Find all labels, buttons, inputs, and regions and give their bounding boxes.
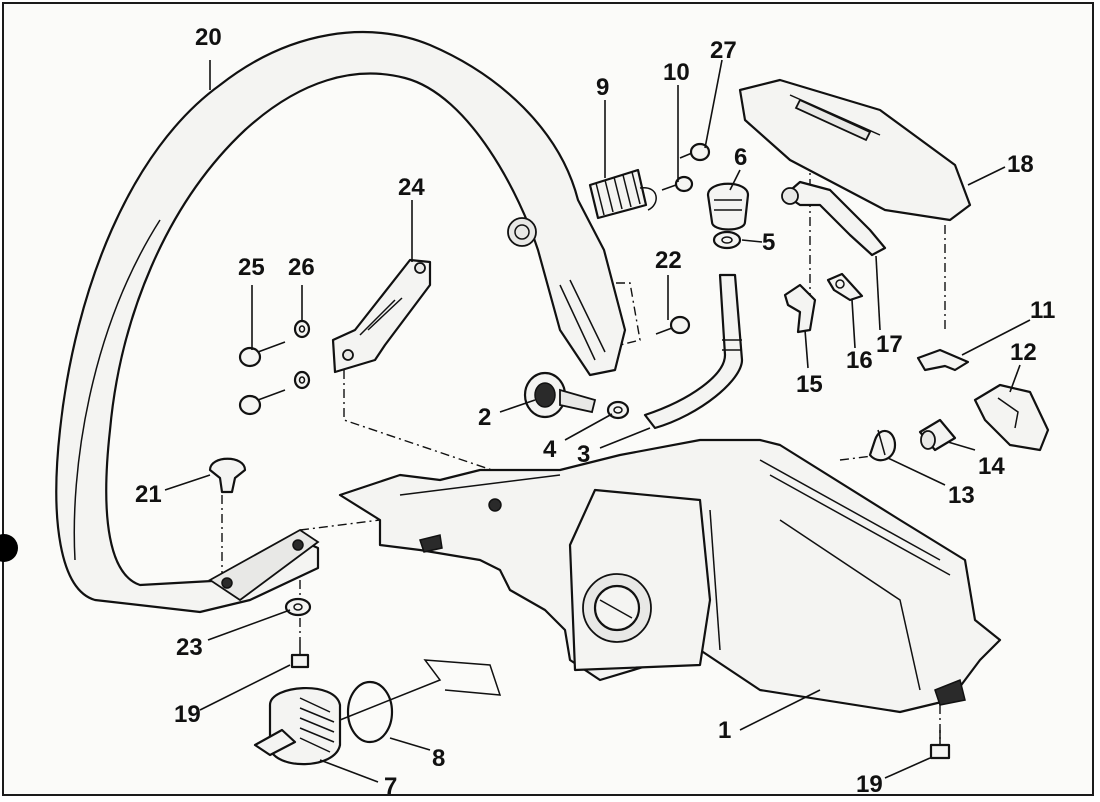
callout-9: 9 (596, 74, 609, 101)
callout-27: 27 (710, 37, 737, 64)
front-handle-bar (55, 31, 627, 614)
washer-27 (679, 142, 711, 162)
fuel-cap-7 (253, 686, 342, 766)
washers-26 (293, 319, 311, 390)
callout-1: 1 (718, 717, 731, 744)
screw-19b (929, 730, 951, 760)
screen-filter-2 (523, 371, 597, 419)
callout-3: 3 (577, 441, 590, 468)
callout-14: 14 (978, 453, 1005, 480)
callout-12: 12 (1010, 339, 1037, 366)
lock-clip-15 (783, 283, 817, 334)
callout-24: 24 (398, 174, 425, 201)
screw-19a (290, 640, 310, 669)
coil-spring-9 (588, 168, 657, 220)
callout-8: 8 (432, 745, 445, 772)
bracket-clip-11 (916, 348, 970, 372)
fuel-hose-3 (643, 273, 744, 430)
callout-5: 5 (762, 229, 775, 256)
callout-13: 13 (948, 482, 975, 509)
callout-16: 16 (846, 347, 873, 374)
screw-10 (661, 175, 694, 193)
leader-lines (164, 59, 1031, 783)
fuel-filter-6 (706, 182, 750, 231)
screw-22 (655, 315, 691, 335)
throttle-lever (781, 180, 887, 257)
callout-17: 17 (876, 331, 903, 358)
callout-26: 26 (288, 254, 315, 281)
o-ring-4 (606, 400, 630, 420)
top-cover (738, 78, 972, 222)
callout-19a: 19 (174, 701, 201, 728)
cap-seal-8 (339, 659, 502, 744)
binding-hole-mark (0, 534, 18, 562)
callout-7: 7 (384, 773, 397, 800)
rubber-buffer-21 (208, 457, 247, 494)
callout-11: 11 (1030, 297, 1055, 324)
washer-23 (284, 597, 312, 617)
callout-10: 10 (663, 59, 690, 86)
callout-15: 15 (796, 371, 823, 398)
callout-6: 6 (734, 144, 747, 171)
washer-5 (712, 230, 742, 250)
spring-13 (868, 429, 897, 462)
callout-22: 22 (655, 247, 682, 274)
cylinder-14 (918, 418, 957, 452)
screws-25 (238, 341, 286, 416)
callout-20: 20 (195, 24, 222, 51)
callout-21: 21 (135, 481, 162, 508)
callout-18: 18 (1007, 151, 1034, 178)
callout-labels: 20 9 10 27 6 5 18 24 25 26 22 2 4 3 15 1… (135, 24, 1055, 800)
callout-4: 4 (543, 436, 557, 463)
spring-clip-16 (826, 272, 864, 302)
callout-2: 2 (478, 404, 491, 431)
callout-19b: 19 (856, 771, 883, 798)
callout-23: 23 (176, 634, 203, 661)
tank-housing (338, 438, 1002, 714)
callout-25: 25 (238, 254, 265, 281)
bracket-24 (331, 258, 432, 374)
rear-latch-12 (973, 383, 1050, 452)
